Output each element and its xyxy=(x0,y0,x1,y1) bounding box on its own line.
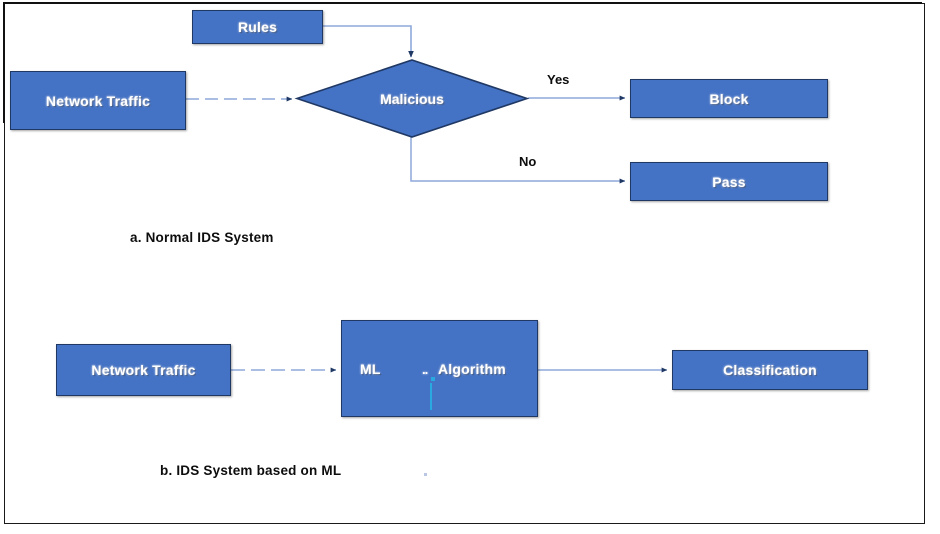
diamond-shape xyxy=(294,59,530,138)
node-pass-label: Pass xyxy=(712,173,746,190)
node-block[interactable]: Block xyxy=(630,79,828,118)
node-rules-label: Rules xyxy=(237,19,278,35)
ellipsis-artifact: .. xyxy=(422,362,428,377)
node-classification[interactable]: Classification xyxy=(672,350,868,390)
node-ml-label: ML xyxy=(360,361,381,377)
edge-label-no: No xyxy=(519,154,537,169)
node-pass[interactable]: Pass xyxy=(630,162,828,201)
node-block-label: Block xyxy=(709,90,749,107)
node-rules[interactable]: Rules xyxy=(192,10,323,44)
edge-label-yes: Yes xyxy=(547,72,570,87)
node-ml-algorithm[interactable]: ML .. Algorithm xyxy=(341,320,538,417)
caption-diagram-b: b. IDS System based on ML xyxy=(160,463,342,478)
text-cursor-artifact xyxy=(430,383,432,410)
speck-artifact xyxy=(424,473,427,476)
caret-tick-artifact xyxy=(431,377,435,381)
node-classification-label: Classification xyxy=(723,362,817,378)
node-decision-malicious[interactable]: Malicious xyxy=(294,59,530,138)
caption-diagram-a: a. Normal IDS System xyxy=(130,230,274,245)
node-algorithm-label: Algorithm xyxy=(438,361,506,377)
node-network-traffic-b-label: Network Traffic xyxy=(91,362,196,378)
node-network-traffic-a-label: Network Traffic xyxy=(45,92,151,109)
node-network-traffic-b[interactable]: Network Traffic xyxy=(56,344,231,396)
node-network-traffic-a[interactable]: Network Traffic xyxy=(10,71,186,130)
